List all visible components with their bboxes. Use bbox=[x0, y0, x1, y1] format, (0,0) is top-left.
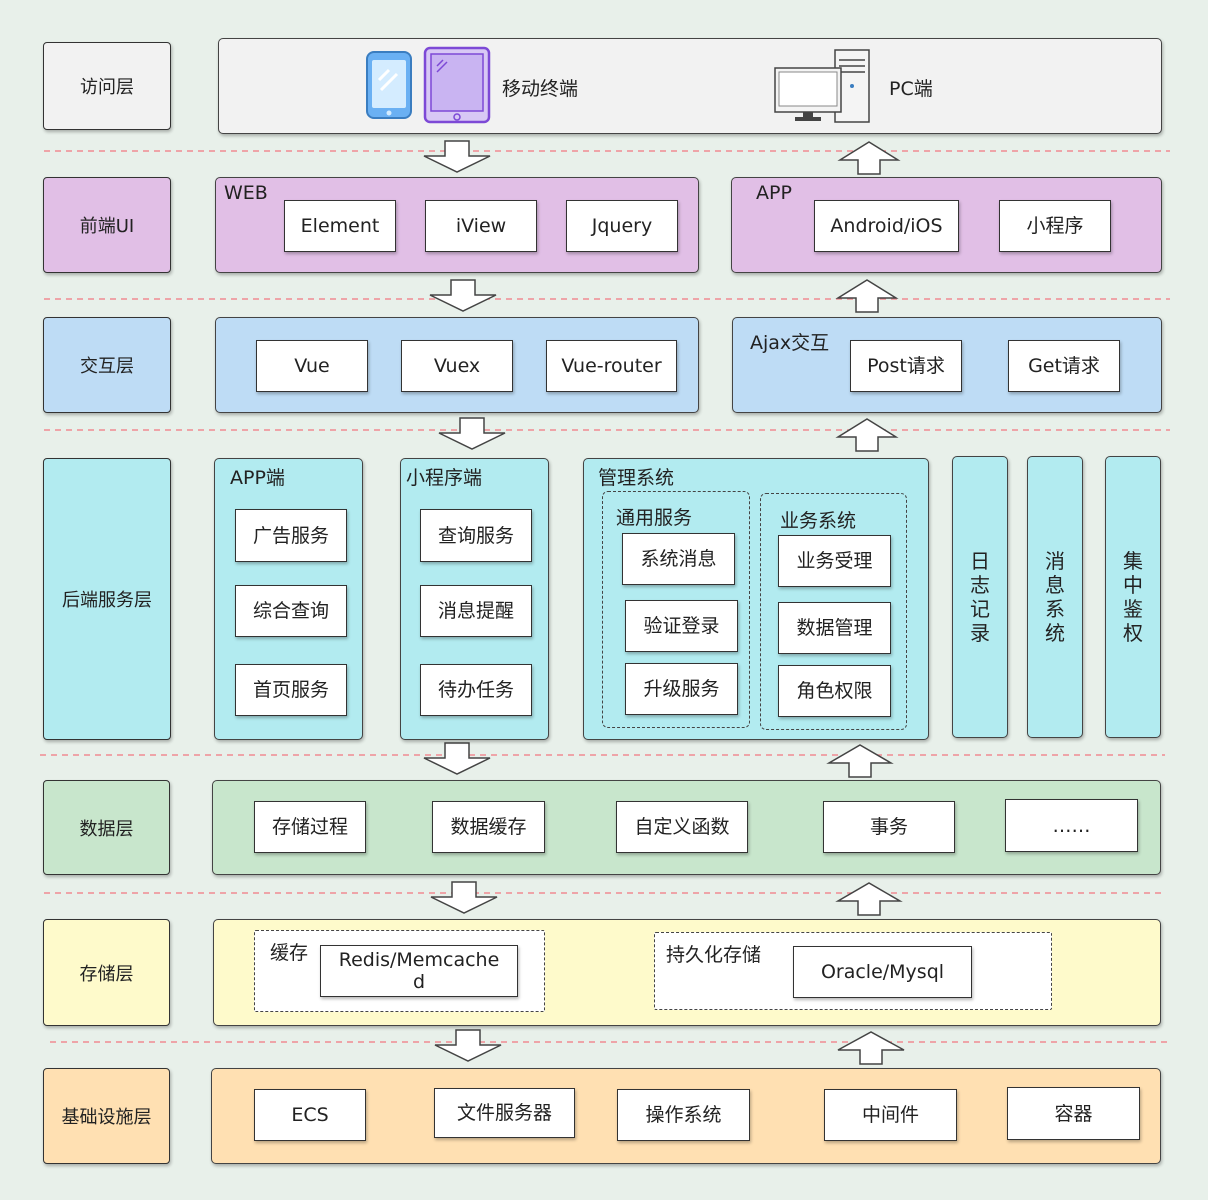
layer-label-infra: 基础设施层 bbox=[43, 1068, 170, 1164]
data-item: 数据缓存 bbox=[432, 801, 545, 853]
up-arrow bbox=[835, 418, 899, 452]
log-record-panel: 日 志 记 录 bbox=[952, 456, 1008, 738]
pc-terminal-label: PC端 bbox=[889, 78, 933, 100]
cache-item: Redis/Memcache d bbox=[320, 945, 518, 997]
common-service-item: 系统消息 bbox=[622, 533, 735, 585]
access-panel bbox=[218, 38, 1162, 134]
backend-app-item: 综合查询 bbox=[235, 585, 347, 637]
business-system-item: 角色权限 bbox=[778, 665, 891, 717]
app-item-mini-program: 小程序 bbox=[999, 200, 1111, 252]
backend-app-item: 广告服务 bbox=[235, 509, 347, 562]
down-arrow bbox=[423, 742, 491, 775]
management-system-title: 管理系统 bbox=[598, 467, 675, 489]
infra-item: 容器 bbox=[1007, 1087, 1140, 1140]
layer-label-interaction: 交互层 bbox=[43, 317, 171, 413]
message-system-char: 消 bbox=[1045, 549, 1065, 573]
message-system-char: 系 bbox=[1045, 597, 1065, 621]
infra-item: 中间件 bbox=[824, 1089, 957, 1141]
backend-app-title: APP端 bbox=[230, 467, 285, 489]
infra-item: 文件服务器 bbox=[434, 1088, 575, 1138]
layer-label-access: 访问层 bbox=[43, 42, 171, 130]
down-arrow bbox=[434, 1029, 502, 1062]
business-system-item: 业务受理 bbox=[778, 535, 891, 587]
data-item: 自定义函数 bbox=[616, 801, 748, 853]
log-record-char: 录 bbox=[970, 621, 990, 645]
business-system-title: 业务系统 bbox=[780, 510, 857, 532]
vuex-item: Vuex bbox=[401, 340, 513, 392]
up-arrow bbox=[837, 141, 901, 175]
common-service-item: 验证登录 bbox=[625, 600, 738, 652]
common-services-group bbox=[602, 491, 750, 728]
message-system-char: 统 bbox=[1045, 621, 1065, 645]
layer-label-text: 前端UI bbox=[79, 216, 135, 237]
layer-label-text: 后端服务层 bbox=[62, 590, 152, 611]
common-services-title: 通用服务 bbox=[616, 507, 693, 529]
backend-mini-item: 待办任务 bbox=[420, 664, 532, 716]
log-record-char: 志 bbox=[970, 573, 990, 597]
post-request-item: Post请求 bbox=[850, 340, 962, 392]
layer-label-data: 数据层 bbox=[43, 780, 170, 875]
app-item-android-ios: Android/iOS bbox=[814, 200, 959, 252]
up-arrow bbox=[835, 882, 903, 916]
layer-label-text: 数据层 bbox=[79, 818, 134, 840]
data-item-ellipsis: …… bbox=[1005, 799, 1138, 852]
backend-mini-item: 消息提醒 bbox=[420, 585, 532, 637]
up-arrow bbox=[826, 744, 894, 778]
down-arrow bbox=[429, 279, 497, 312]
central-auth-char: 权 bbox=[1123, 621, 1143, 645]
app-panel-title: APP bbox=[756, 182, 792, 204]
infra-item: ECS bbox=[254, 1089, 366, 1141]
log-record-char: 记 bbox=[970, 597, 990, 621]
backend-mini-item: 查询服务 bbox=[420, 509, 532, 562]
down-arrow bbox=[438, 417, 506, 450]
central-auth-char: 中 bbox=[1123, 573, 1143, 597]
business-system-group bbox=[760, 493, 907, 730]
message-system-panel: 消 息 系 统 bbox=[1027, 456, 1083, 738]
desktop-pc-icon bbox=[774, 49, 870, 123]
layer-label-storage: 存储层 bbox=[43, 919, 170, 1026]
central-auth-char: 集 bbox=[1123, 549, 1143, 573]
up-arrow bbox=[837, 1031, 905, 1065]
infra-item: 操作系统 bbox=[617, 1089, 750, 1141]
persistent-storage-title: 持久化存储 bbox=[666, 944, 762, 966]
cache-title: 缓存 bbox=[270, 942, 309, 964]
web-item-element: Element bbox=[284, 200, 396, 252]
layer-label-text: 访问层 bbox=[80, 77, 134, 98]
get-request-item: Get请求 bbox=[1008, 340, 1120, 392]
layer-label-text: 基础设施层 bbox=[61, 1107, 152, 1128]
layer-label-text: 存储层 bbox=[79, 963, 134, 985]
phone-icon bbox=[366, 51, 412, 119]
log-record-char: 日 bbox=[970, 549, 990, 573]
web-item-iview: iView bbox=[425, 200, 537, 252]
central-auth-panel: 集 中 鉴 权 bbox=[1105, 456, 1161, 738]
common-service-item: 升级服务 bbox=[625, 663, 738, 715]
data-item: 存储过程 bbox=[254, 801, 366, 853]
message-system-char: 息 bbox=[1045, 573, 1065, 597]
tablet-icon bbox=[423, 46, 491, 124]
vue-router-item: Vue-router bbox=[546, 340, 677, 392]
down-arrow bbox=[423, 140, 491, 173]
central-auth-char: 鉴 bbox=[1123, 597, 1143, 621]
data-item: 事务 bbox=[823, 801, 955, 853]
vue-item: Vue bbox=[256, 340, 368, 392]
persistent-storage-item: Oracle/Mysql bbox=[793, 946, 972, 998]
layer-label-backend: 后端服务层 bbox=[43, 458, 171, 740]
layer-label-text: 交互层 bbox=[80, 356, 134, 377]
mobile-terminal-label: 移动终端 bbox=[502, 78, 579, 100]
layer-label-frontend: 前端UI bbox=[43, 177, 171, 273]
web-panel-title: WEB bbox=[224, 182, 268, 204]
business-system-item: 数据管理 bbox=[778, 602, 891, 654]
up-arrow bbox=[835, 279, 899, 313]
down-arrow bbox=[430, 881, 498, 914]
ajax-panel-title: Ajax交互 bbox=[750, 332, 830, 354]
web-item-jquery: Jquery bbox=[566, 200, 678, 252]
backend-mini-title: 小程序端 bbox=[406, 467, 483, 489]
backend-app-item: 首页服务 bbox=[235, 664, 347, 716]
